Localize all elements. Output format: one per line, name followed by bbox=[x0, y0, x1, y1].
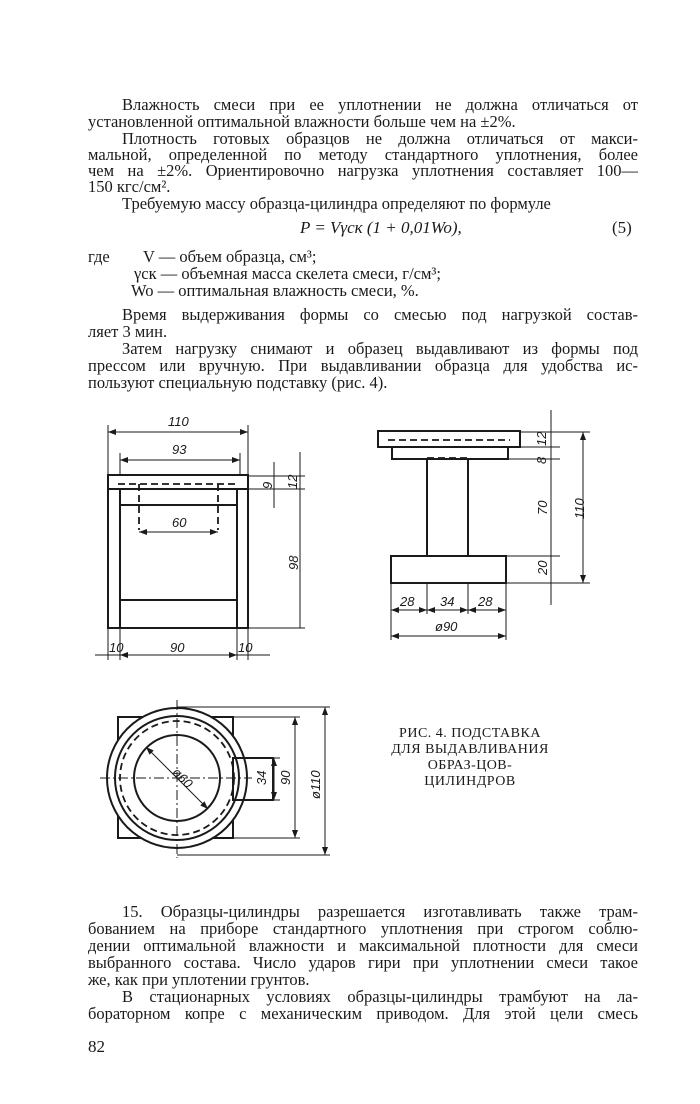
dim-90: 90 bbox=[170, 640, 185, 655]
dim-34: 34 bbox=[254, 771, 269, 785]
dim-20: 20 bbox=[535, 560, 550, 576]
dim-diameter-110: ø110 bbox=[308, 770, 323, 799]
dim-110: 110 bbox=[168, 414, 189, 429]
text-line: прессом или вручную. При выдавливании об… bbox=[88, 356, 638, 375]
legend-item: γск — объемная масса скелета смеси, г/см… bbox=[134, 264, 441, 283]
text-line: 150 кгс/см². bbox=[88, 177, 171, 196]
text-line: Требуемую массу образца-цилиндра определ… bbox=[122, 194, 551, 213]
where-label: где bbox=[88, 247, 110, 266]
text-line: мальной, определенной по методу стандарт… bbox=[88, 145, 638, 164]
text-line: бораторном копре с механическим приводом… bbox=[88, 1004, 638, 1023]
text-line: ляет 3 мин. bbox=[88, 322, 168, 341]
dim-12: 12 bbox=[285, 474, 300, 489]
plan-view: ø60 34 90 ø110 bbox=[100, 700, 330, 858]
text-line: бованием на приборе стандартного уплотне… bbox=[88, 919, 638, 938]
text-line: В стационарных условиях образцы-цилиндры… bbox=[122, 987, 638, 1006]
formula: P = Vγск (1 + 0,01Wo), bbox=[300, 218, 462, 237]
dim-34: 34 bbox=[440, 594, 454, 609]
text-line: установленной оптимальной влажности боль… bbox=[88, 112, 516, 131]
text-line: чем на ±2%. Ориентировочно нагрузка упло… bbox=[88, 161, 638, 180]
dim-10-left: 10 bbox=[109, 640, 124, 655]
dim-12: 12 bbox=[534, 431, 549, 446]
dim-90: 90 bbox=[278, 770, 293, 785]
dim-28-left: 28 bbox=[399, 594, 415, 609]
legend-item: V — объем образца, см³; bbox=[143, 247, 317, 266]
dim-98: 98 bbox=[286, 555, 301, 570]
dim-70: 70 bbox=[535, 500, 550, 515]
page-number: 82 bbox=[88, 1037, 105, 1056]
dim-10-right: 10 bbox=[238, 640, 253, 655]
legend-item: Wo — оптимальная влажность смеси, %. bbox=[131, 281, 419, 300]
front-section-view: 110 93 60 9 12 98 10 90 10 bbox=[95, 414, 305, 660]
text-line: выбранного состава. Число ударов гири пр… bbox=[88, 953, 638, 972]
dim-28-right: 28 bbox=[477, 594, 493, 609]
stand-side-view: 8 12 70 20 110 28 34 28 ø90 bbox=[377, 410, 590, 640]
text-line: Затем нагрузку снимают и образец выдавли… bbox=[122, 339, 638, 358]
text-line: же, как при уплотении грунтов. bbox=[88, 970, 310, 989]
text-line: дении оптимальной влажности и максимальн… bbox=[88, 936, 638, 955]
dim-60: 60 bbox=[172, 515, 187, 530]
dim-93: 93 bbox=[172, 442, 187, 457]
dim-diameter-90: ø90 bbox=[435, 619, 458, 634]
dim-8: 8 bbox=[534, 456, 549, 464]
text-line: Время выдерживания формы со смесью под н… bbox=[122, 305, 638, 324]
text-line: Влажность смеси при ее уплотнении не дол… bbox=[122, 95, 638, 114]
text-line: 15. Образцы-цилиндры разрешается изготав… bbox=[122, 902, 638, 921]
figure-caption: РИС. 4. ПОДСТАВКА ДЛЯ ВЫДАВЛИВАНИЯ ОБРАЗ… bbox=[391, 726, 549, 789]
dim-110: 110 bbox=[572, 498, 587, 519]
text-line: Плотность готовых образцов не должна отл… bbox=[122, 129, 638, 148]
equation-number: (5) bbox=[612, 218, 632, 237]
text-line: пользуют специальную подставку (рис. 4). bbox=[88, 373, 388, 392]
dim-9: 9 bbox=[260, 482, 275, 489]
